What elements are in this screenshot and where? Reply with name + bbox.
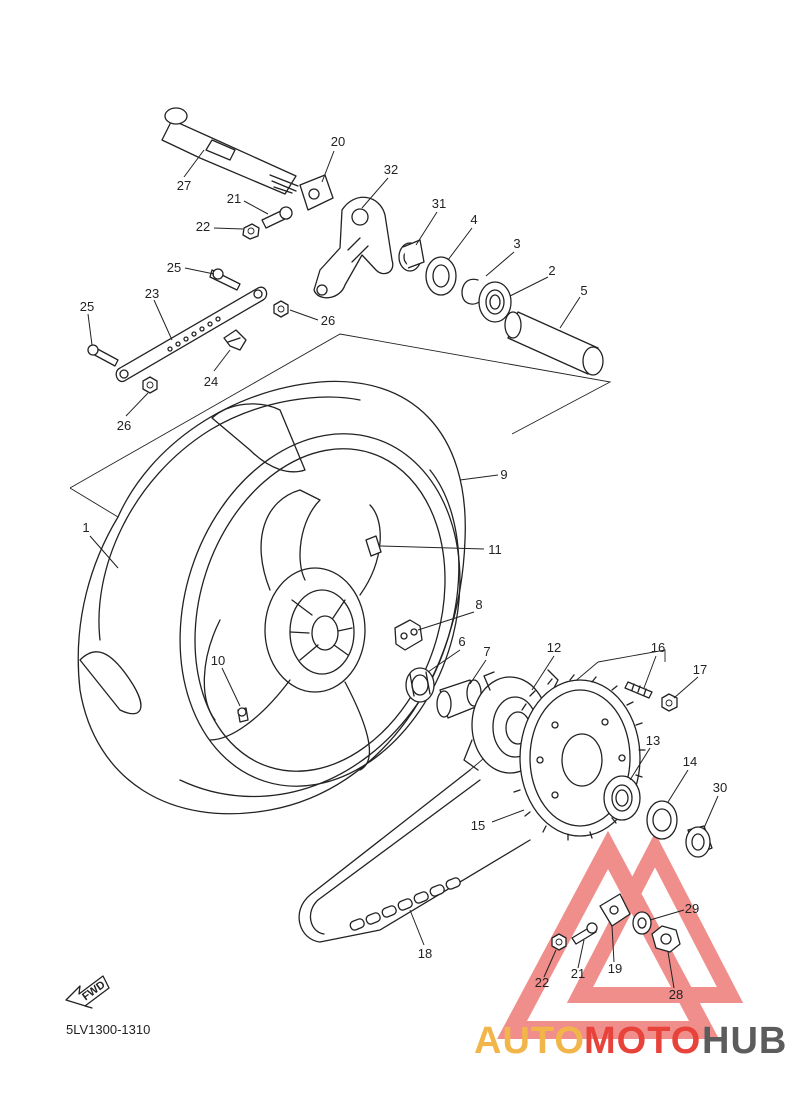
callout-2: 2 [548, 263, 555, 278]
bracket-8 [394, 619, 423, 651]
callout-21: 21 [227, 191, 241, 206]
callout-22: 22 [196, 219, 210, 234]
drive-chain [298, 769, 531, 943]
adjuster-bolt-top [261, 206, 293, 229]
callout-9: 9 [500, 467, 507, 482]
callout-30: 30 [713, 780, 727, 795]
seal-14 [646, 800, 678, 840]
balance-weight [365, 535, 382, 557]
callout-3: 3 [513, 236, 520, 251]
callout-19: 19 [608, 961, 622, 976]
bolt-25-top [209, 268, 241, 291]
watermark-part-moto: MOTO [584, 1020, 701, 1062]
bolt-25-left [87, 344, 119, 367]
collar-31 [398, 239, 425, 272]
callout-13: 13 [646, 733, 660, 748]
callout-10: 10 [211, 653, 225, 668]
callout-26-top: 26 [321, 313, 335, 328]
axle [161, 107, 299, 195]
collar-30 [685, 825, 713, 858]
oil-seal-4 [425, 256, 457, 296]
callout-25-left: 25 [80, 299, 94, 314]
callout-24: 24 [204, 374, 218, 389]
nut-26-top [273, 300, 289, 318]
callout-15: 15 [471, 818, 485, 833]
callout-7: 7 [483, 644, 490, 659]
nut-26-left [142, 376, 158, 394]
bearing-13 [603, 775, 641, 821]
callout-1: 1 [82, 520, 89, 535]
bearing-2 [478, 281, 512, 323]
callout-23: 23 [145, 286, 159, 301]
callout-5: 5 [580, 283, 587, 298]
callout-4: 4 [470, 212, 477, 227]
callout-16: 16 [651, 640, 665, 655]
callout-14: 14 [683, 754, 697, 769]
clip-24 [223, 329, 247, 351]
valve [237, 707, 249, 723]
callout-12: 12 [547, 640, 561, 655]
nut-17 [661, 693, 678, 712]
watermark-logo-triangle [497, 830, 744, 1039]
callout-22-bottom: 22 [535, 975, 549, 990]
watermark-part-hub: HUB [702, 1020, 787, 1062]
axle-nut-28 [651, 925, 681, 953]
leader-lines [87, 149, 719, 989]
callout-31: 31 [432, 196, 446, 211]
callout-6: 6 [458, 634, 465, 649]
bearing-6 [405, 667, 435, 703]
fwd-arrow-icon: FWD [65, 975, 110, 1009]
callout-8: 8 [475, 597, 482, 612]
callout-21-bottom: 21 [571, 966, 585, 981]
callout-26-left: 26 [117, 418, 131, 433]
callout-labels: 27 20 32 21 22 31 4 3 2 5 25 23 25 26 24… [80, 134, 727, 1002]
adjuster-block-19 [599, 893, 631, 927]
washer-29 [632, 911, 652, 935]
nut-top [242, 223, 260, 240]
callout-18: 18 [418, 946, 432, 961]
nut-22-bottom [551, 933, 567, 951]
spacer-5 [504, 311, 604, 376]
torque-arm [115, 286, 268, 383]
callout-17: 17 [693, 662, 707, 677]
caliper-bracket [313, 196, 394, 299]
callout-25-top: 25 [167, 260, 181, 275]
watermark-text: AUTO MOTO HUB [474, 1020, 787, 1062]
bolt-21-bottom [571, 922, 598, 945]
callout-28: 28 [669, 987, 683, 1002]
callout-20: 20 [331, 134, 345, 149]
catalog-code: 5LV1300-1310 [66, 1022, 150, 1037]
callout-29: 29 [685, 901, 699, 916]
callout-32: 32 [384, 162, 398, 177]
callout-27: 27 [177, 178, 191, 193]
rear-wheel [77, 380, 466, 815]
stud-16 [624, 681, 653, 699]
watermark-part-auto: AUTO [474, 1020, 585, 1062]
callout-11: 11 [488, 542, 502, 557]
chain-adjuster-plate [299, 174, 334, 211]
